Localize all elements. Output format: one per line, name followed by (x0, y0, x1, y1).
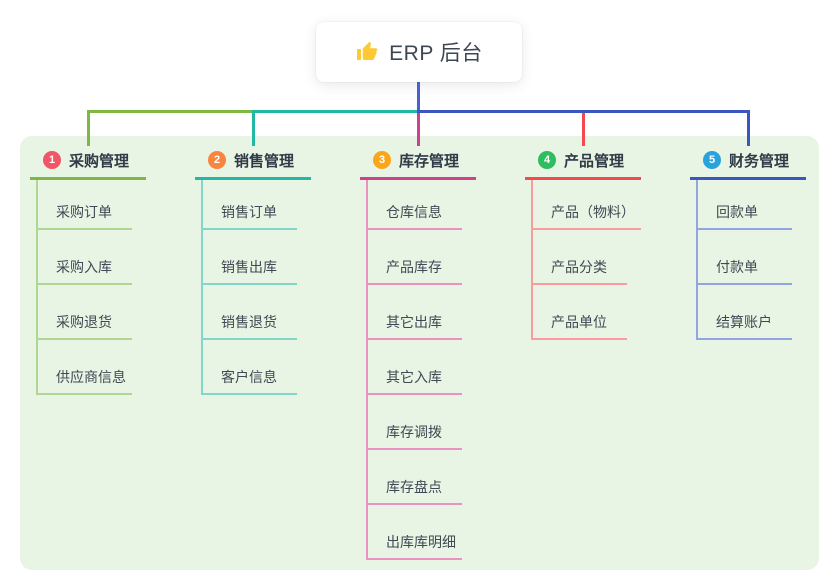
child-node[interactable]: 采购退货 (36, 310, 132, 340)
branch-spine-line (201, 180, 203, 395)
branch-label: 采购管理 (69, 152, 130, 170)
child-node-label: 回款单 (716, 204, 758, 220)
branch-drop-line (251, 113, 255, 146)
branch-node-4[interactable]: 4 产品管理 (525, 149, 641, 180)
child-node[interactable]: 产品库存 (366, 255, 462, 285)
child-node-label: 结算账户 (716, 314, 772, 330)
branch-label: 产品管理 (564, 152, 625, 170)
thumbs-up-icon (355, 40, 379, 64)
child-node-label: 付款单 (716, 259, 758, 275)
child-node-label: 销售出库 (221, 259, 277, 275)
branch-node-3[interactable]: 3 库存管理 (360, 149, 476, 180)
branch-number-badge: 3 (373, 151, 391, 169)
child-node[interactable]: 其它出库 (366, 310, 462, 340)
child-node-label: 供应商信息 (56, 369, 126, 385)
branch-node-1[interactable]: 1 采购管理 (30, 149, 146, 180)
child-node[interactable]: 回款单 (696, 200, 792, 230)
child-node[interactable]: 库存调拨 (366, 420, 462, 450)
branch-label: 库存管理 (399, 152, 460, 170)
branch-spine-line (36, 180, 38, 395)
child-node[interactable]: 仓库信息 (366, 200, 462, 230)
branch-spine-line (366, 180, 368, 560)
branch-spine-line (531, 180, 533, 340)
child-node[interactable]: 产品（物料） (531, 200, 641, 230)
root-title: ERP 后台 (389, 42, 483, 65)
child-node-label: 销售订单 (221, 204, 277, 220)
branch-label: 销售管理 (234, 152, 295, 170)
child-node-label: 产品单位 (551, 314, 607, 330)
child-node-label: 采购入库 (56, 259, 112, 275)
child-node-label: 其它入库 (386, 369, 442, 385)
branch-drop-line (86, 113, 90, 146)
child-node-label: 产品（物料） (551, 204, 635, 220)
child-node[interactable]: 库存盘点 (366, 475, 462, 505)
branch-number-badge: 1 (43, 151, 61, 169)
root-connector-line (416, 82, 420, 110)
child-node[interactable]: 采购入库 (36, 255, 132, 285)
branch-label: 财务管理 (729, 152, 790, 170)
child-node-label: 库存调拨 (386, 424, 442, 440)
branch-number-badge: 4 (538, 151, 556, 169)
child-node[interactable]: 其它入库 (366, 365, 462, 395)
child-node[interactable]: 出库库明细 (366, 530, 462, 560)
child-node[interactable]: 产品单位 (531, 310, 627, 340)
branch-drop-line (416, 113, 420, 146)
branch-drop-line (746, 113, 750, 146)
child-node[interactable]: 供应商信息 (36, 365, 132, 395)
branch-node-5[interactable]: 5 财务管理 (690, 149, 806, 180)
child-node-label: 销售退货 (221, 314, 277, 330)
child-node[interactable]: 产品分类 (531, 255, 627, 285)
branch-node-2[interactable]: 2 销售管理 (195, 149, 311, 180)
child-node-label: 客户信息 (221, 369, 277, 385)
child-node-label: 仓库信息 (386, 204, 442, 220)
child-node-label: 产品库存 (386, 259, 442, 275)
branch-number-badge: 2 (208, 151, 226, 169)
branch-spine-line (696, 180, 698, 340)
mindmap-canvas (20, 136, 819, 570)
branch-drop-line (581, 113, 585, 146)
branch-number-badge: 5 (703, 151, 721, 169)
child-node[interactable]: 销售出库 (201, 255, 297, 285)
child-node[interactable]: 销售订单 (201, 200, 297, 230)
bus-segment-line (251, 110, 417, 113)
child-node-label: 采购退货 (56, 314, 112, 330)
child-node[interactable]: 采购订单 (36, 200, 132, 230)
child-node-label: 库存盘点 (386, 479, 442, 495)
bus-segment-line (416, 110, 750, 113)
child-node[interactable]: 结算账户 (696, 310, 792, 340)
child-node-label: 其它出库 (386, 314, 442, 330)
child-node[interactable]: 付款单 (696, 255, 792, 285)
child-node-label: 出库库明细 (386, 534, 456, 550)
child-node-label: 产品分类 (551, 259, 607, 275)
child-node[interactable]: 客户信息 (201, 365, 297, 395)
bus-segment-line (86, 110, 252, 113)
child-node-label: 采购订单 (56, 204, 112, 220)
root-node[interactable]: ERP 后台 (316, 22, 522, 82)
child-node[interactable]: 销售退货 (201, 310, 297, 340)
